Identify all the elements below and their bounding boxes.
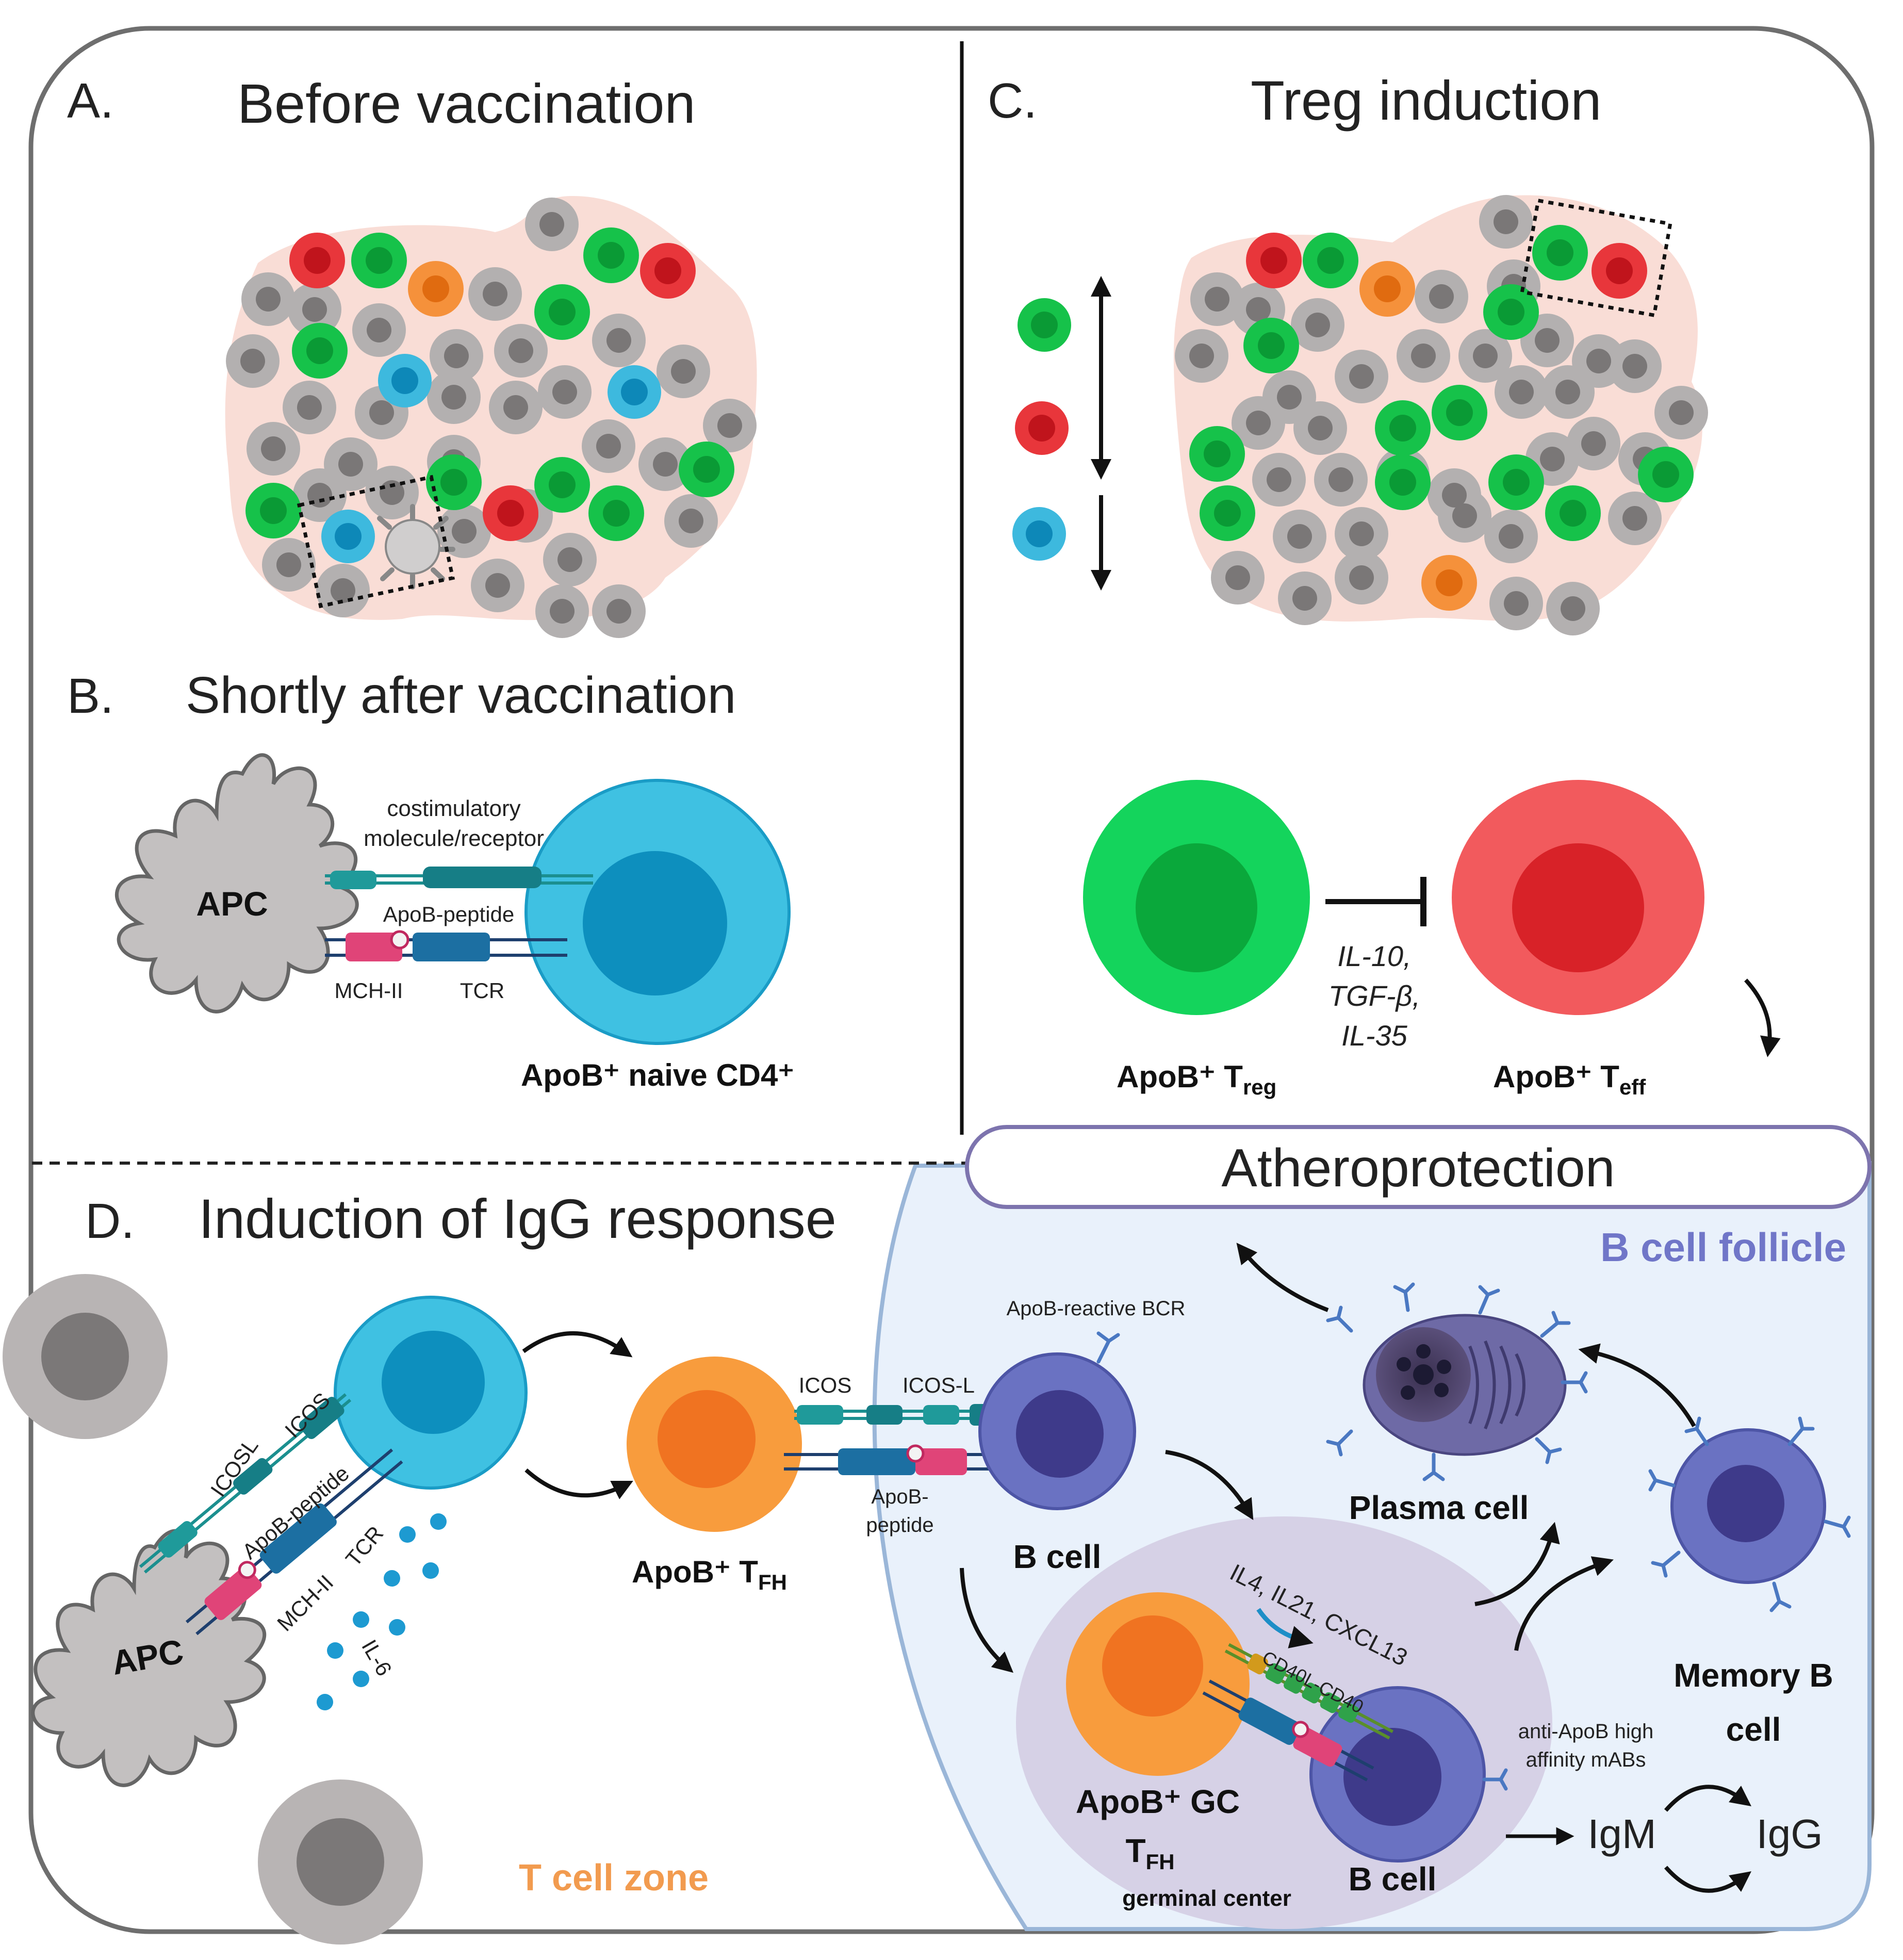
gc-b-antibody-icon <box>1482 1768 1508 1791</box>
plasma-cell-label: Plasma cell <box>1349 1489 1529 1526</box>
panel-b-title: Shortly after vaccination <box>186 666 736 724</box>
atheroprotection-label: Atheroprotection <box>1221 1138 1615 1198</box>
germinal-center-label: germinal center <box>1122 1886 1291 1911</box>
panel-c-title: Treg induction <box>1251 69 1601 132</box>
igg-label: IgG <box>1757 1811 1823 1857</box>
naive-cd4-label: ApoB⁺ naive CD4⁺ <box>521 1058 794 1092</box>
panel-d-letter: D. <box>85 1194 135 1249</box>
background-cell-nucleus <box>297 1818 384 1906</box>
tcr-label-b: TCR <box>460 978 504 1003</box>
plasma-nucleus-spots <box>1397 1344 1451 1400</box>
arrow-igm-igg-lower <box>1664 1866 1752 1893</box>
gc-b-cell-nucleus <box>1343 1728 1441 1826</box>
memory-b-label-2: cell <box>1726 1711 1781 1748</box>
cytokine-label-2: TGF-β, <box>1328 979 1420 1012</box>
gc-b-cell-label: B cell <box>1349 1860 1437 1898</box>
tfh-nucleus <box>658 1390 756 1488</box>
panel-a-tissue <box>225 196 757 638</box>
il6-dots <box>317 1513 447 1710</box>
treg-label: ApoB⁺ Treg <box>1117 1059 1276 1099</box>
gc-tfh-label-2: TFH <box>1125 1832 1174 1874</box>
teff-down-arrow <box>1744 978 1781 1057</box>
mhc-tcr-complex <box>325 930 567 961</box>
panel-a-letter: A. <box>67 73 114 128</box>
igm-label: IgM <box>1587 1811 1656 1857</box>
panel-c-legend <box>1012 276 1111 591</box>
memory-b-label-1: Memory B <box>1674 1657 1833 1694</box>
cytokine-arrow <box>1256 1608 1314 1648</box>
activated-t-cell-nucleus <box>382 1331 485 1434</box>
panel-b-apc-icon <box>115 753 359 1014</box>
arrow-gc-to-plasma <box>1474 1522 1560 1606</box>
memory-b-antibodies <box>1648 1416 1851 1612</box>
panel-b-diagram: APC costimulatory molecule/receptor ApoB… <box>115 753 794 1092</box>
apob-peptide-label-1: ApoB- <box>871 1485 928 1508</box>
memory-b-cell-nucleus <box>1707 1465 1784 1542</box>
icos-label-tfh: ICOS <box>799 1373 852 1397</box>
arrow-gc-to-memory <box>1514 1556 1614 1651</box>
anti-apob-label-2: affinity mABs <box>1526 1749 1646 1771</box>
tfh-label: ApoB⁺ TFH <box>632 1555 787 1594</box>
gc-tfh-nucleus <box>1102 1615 1203 1717</box>
cytokine-label-3: IL-35 <box>1341 1019 1407 1052</box>
apob-peptide-label-b: ApoB-peptide <box>383 902 515 926</box>
teff-label: ApoB⁺ Teff <box>1493 1059 1646 1099</box>
mhc-label-b: MCH-II <box>335 978 403 1003</box>
t-cell-zone-label: T cell zone <box>519 1857 709 1899</box>
panel-c-letter: C. <box>988 73 1037 128</box>
panel-a-cells <box>226 198 757 638</box>
arrow-to-tfh-top <box>522 1331 633 1358</box>
tfh-bcell-receptors <box>784 1404 998 1475</box>
icosl-label-tfh: ICOS-L <box>903 1373 975 1397</box>
b-cell-nucleus <box>1016 1390 1104 1478</box>
costim-label-2: molecule/receptor <box>364 826 544 851</box>
b-cell-follicle-label: B cell follicle <box>1600 1224 1846 1270</box>
arrow-memory-to-plasma <box>1578 1343 1696 1427</box>
arrow-plasma-to-atheroprotection <box>1236 1243 1329 1312</box>
endoplasmic-reticulum <box>1468 1340 1525 1430</box>
bcr-antibody-icon <box>1096 1331 1120 1364</box>
teff-nucleus <box>1512 843 1644 972</box>
b-cell-label: B cell <box>1013 1538 1102 1575</box>
plasma-antibodies <box>1326 1282 1588 1481</box>
arrow-igm-to-igg <box>1664 1785 1752 1812</box>
small-apc-icon <box>377 504 455 590</box>
panel-a-title: Before vaccination <box>237 72 696 135</box>
cytokine-label-1: IL-10, <box>1337 940 1411 972</box>
gc-receptors <box>1202 1643 1394 1782</box>
gc-tfh-label-1: ApoB⁺ GC <box>1076 1783 1240 1820</box>
panel-a-zoom-box <box>297 475 455 609</box>
anti-apob-label-1: anti-ApoB high <box>1518 1720 1653 1743</box>
panel-d-receptors <box>139 1393 403 1636</box>
panel-d-title: Induction of IgG response <box>199 1187 836 1250</box>
costim-label-1: costimulatory <box>387 796 520 821</box>
panel-b-apc-label: APC <box>196 885 268 923</box>
panel-c-tissue <box>1173 195 1708 635</box>
background-cell-nucleus <box>41 1313 129 1400</box>
bcr-label: ApoB-reactive BCR <box>1007 1297 1186 1320</box>
treg-nucleus <box>1136 843 1257 972</box>
arrow-to-tfh-bottom <box>524 1468 633 1499</box>
costimulatory-molecule <box>325 867 593 889</box>
panel-b-letter: B. <box>67 668 114 724</box>
apob-peptide-label-2: peptide <box>866 1514 933 1537</box>
arrow-to-gc <box>1165 1450 1254 1521</box>
treg-teff-interaction: IL-10, TGF-β, IL-35 ApoB⁺ Treg ApoB⁺ Tef… <box>1083 780 1781 1099</box>
arrow-to-gc-tfh <box>960 1567 1014 1673</box>
atheroprotection-box <box>965 1125 1872 1209</box>
naive-t-cell-nucleus <box>583 851 727 995</box>
